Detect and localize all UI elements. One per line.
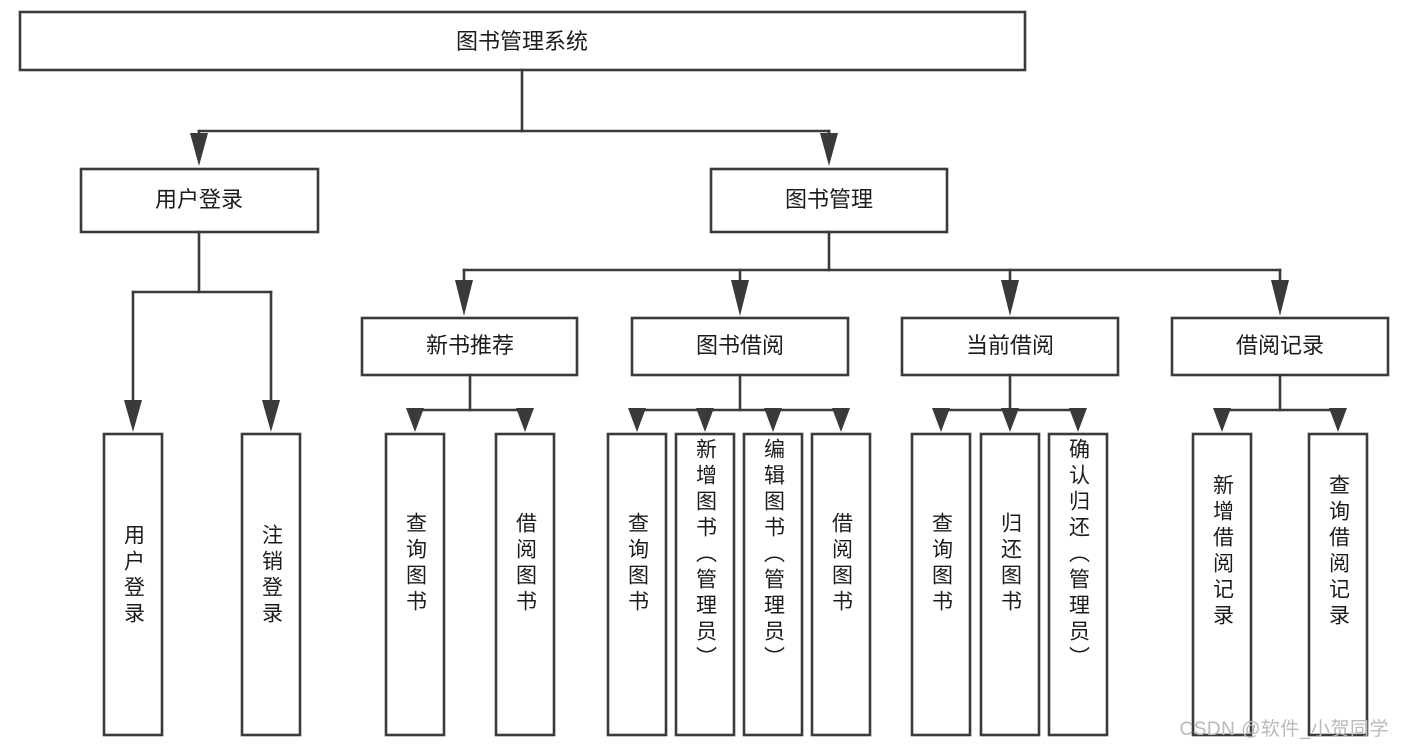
arrow-head-nbr-2 [516, 408, 534, 432]
new-book-recommend-box [360, 316, 579, 377]
borrow-record-label: 借阅记录 [1236, 333, 1324, 358]
arrow-head-cb-2 [1001, 408, 1019, 432]
arrow-head-user-login [190, 133, 208, 166]
book-borrow-box [630, 316, 850, 377]
arrow-head-cb-3 [1069, 408, 1087, 432]
user-login-label: 用户登录 [155, 187, 243, 212]
borrow-record-box [1170, 316, 1390, 377]
arrow-head-cb-1 [932, 408, 950, 432]
leaf-box-cb-3[interactable] [1047, 432, 1109, 737]
arrow-head-br-2 [1329, 408, 1347, 432]
leaf-box-bb-2[interactable] [674, 432, 736, 737]
leaf-box-bb-3[interactable] [742, 432, 804, 737]
node-new-book-recommend[interactable]: 新书推荐 [360, 316, 579, 377]
current-borrow-box [900, 316, 1120, 377]
root-label: 图书管理系统 [456, 29, 588, 54]
arrow-head-book-manage [820, 133, 838, 166]
node-book-borrow[interactable]: 图书借阅 [630, 316, 850, 377]
leaf-box-bb-1[interactable] [606, 432, 668, 737]
root-box [18, 10, 1027, 72]
node-borrow-record[interactable]: 借阅记录 [1170, 316, 1390, 377]
arrow-head-l2-2 [731, 280, 749, 316]
leaf-box-cb-2[interactable] [979, 432, 1041, 737]
leaf-box-user-login-1[interactable] [102, 432, 164, 737]
book-borrow-label: 图书借阅 [696, 333, 784, 358]
leaf-box-br-2[interactable] [1307, 432, 1369, 737]
arrow-head-ul-2 [262, 400, 280, 432]
arrow-head-ul-1 [124, 400, 142, 432]
current-borrow-label: 当前借阅 [966, 333, 1054, 358]
arrow-head-l2-4 [1271, 280, 1289, 316]
node-current-borrow[interactable]: 当前借阅 [900, 316, 1120, 377]
arrow-head-bb-1 [628, 408, 646, 432]
arrow-head-bb-3 [764, 408, 782, 432]
leaf-box-nbr-1[interactable] [384, 432, 446, 737]
book-manage-label: 图书管理 [785, 187, 873, 212]
leaf-box-cb-1[interactable] [910, 432, 972, 737]
leaf-box-user-login-2[interactable] [240, 432, 302, 737]
arrow-head-br-1 [1213, 408, 1231, 432]
node-book-manage[interactable]: 图书管理 [709, 167, 949, 234]
leaf-box-br-1[interactable] [1191, 432, 1253, 737]
arrow-head-bb-4 [832, 408, 850, 432]
arrow-head-l2-1 [455, 280, 473, 316]
leaf-box-bb-4[interactable] [810, 432, 872, 737]
new-book-recommend-label: 新书推荐 [426, 333, 514, 358]
leaf-box-nbr-2[interactable] [494, 432, 556, 737]
book-manage-box [709, 167, 949, 234]
arrow-head-bb-2 [696, 408, 714, 432]
arrow-head-l2-3 [1001, 280, 1019, 316]
arrow-head-nbr-1 [406, 408, 424, 432]
node-root[interactable]: 图书管理系统 [18, 10, 1027, 72]
node-user-login[interactable]: 用户登录 [79, 167, 320, 234]
